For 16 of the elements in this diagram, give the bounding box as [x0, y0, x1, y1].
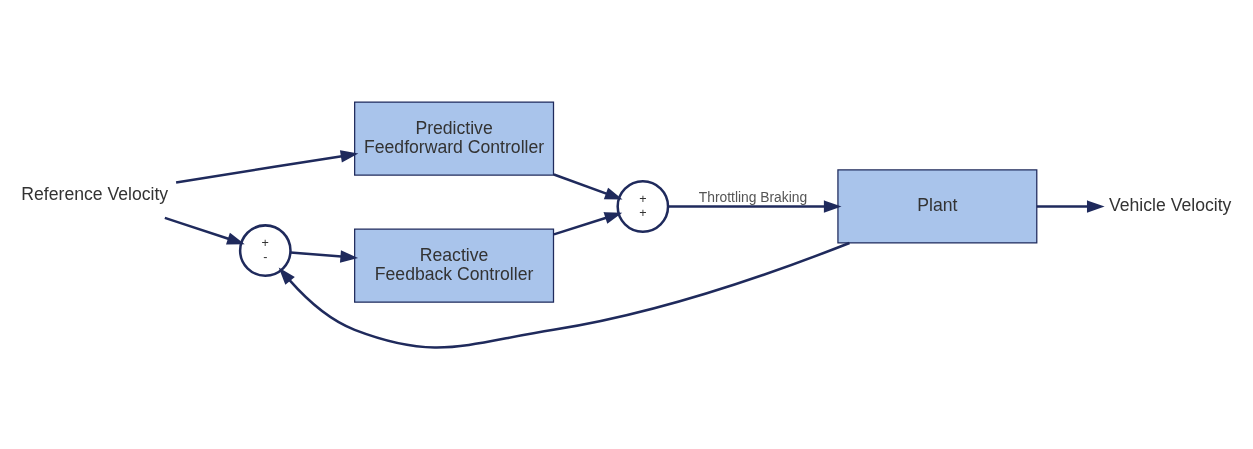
arrow: [290, 249, 359, 263]
node-text: Vehicle Velocity: [1109, 194, 1232, 215]
arrow: [1036, 199, 1105, 213]
node-circle: + -: [238, 223, 292, 277]
arrow: [553, 172, 623, 200]
node-text: Reference Velocity: [21, 183, 169, 204]
node-box: Plant: [837, 168, 1038, 244]
arrow: [553, 211, 623, 236]
node-box: Reactive Feedback Controller: [354, 228, 555, 303]
arrow: [164, 216, 245, 244]
node-circle: + +: [616, 179, 670, 233]
arrow: [278, 241, 850, 349]
arrow: [668, 199, 842, 213]
node-box: Predictive Feedforward Controller: [354, 100, 555, 176]
arrow: [175, 149, 359, 184]
edge-label: Throttling Braking: [698, 188, 808, 205]
